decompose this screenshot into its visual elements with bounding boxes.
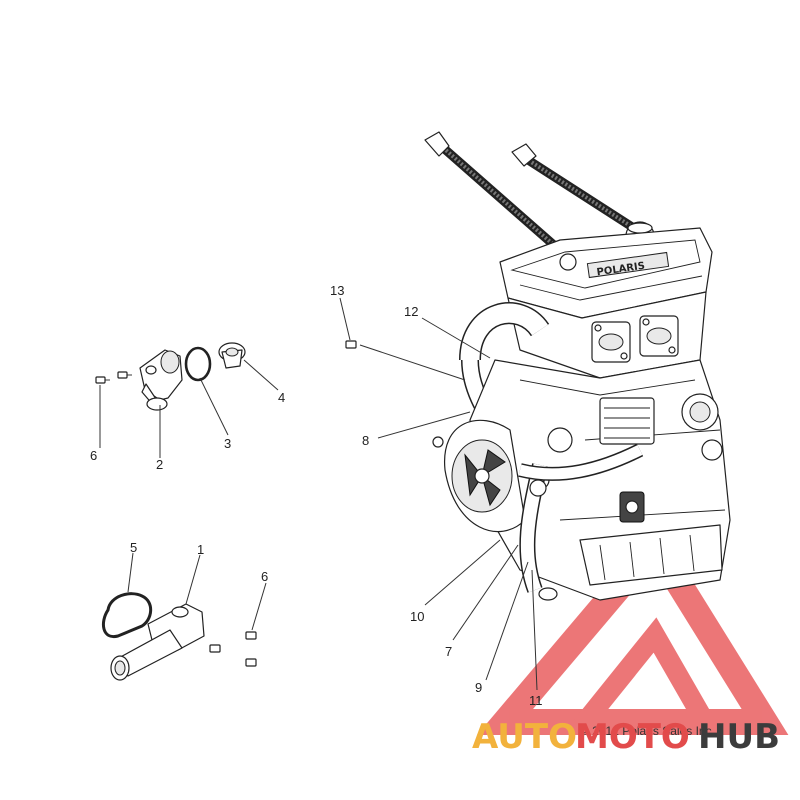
callout-5: 5 — [130, 540, 137, 555]
valve-cover: POLARIS — [499, 227, 713, 319]
screws-part-6-upper — [95, 371, 132, 384]
callout-6-upper: 6 — [90, 448, 97, 463]
callout-3: 3 — [224, 436, 231, 451]
callout-9: 9 — [475, 680, 482, 695]
screw-part-13 — [345, 340, 357, 349]
coolant-hose-lower — [518, 443, 644, 601]
thermostat-part-4 — [218, 342, 246, 369]
callout-13: 13 — [330, 283, 344, 298]
engine-assembly: POLARIS — [424, 131, 731, 601]
watermark-wordmark: AUTO MOTO HUB — [472, 717, 780, 757]
callout-4: 4 — [278, 390, 285, 405]
screws-part-6-lower — [209, 631, 257, 667]
callout-11: 11 — [529, 693, 543, 708]
callout-2: 2 — [156, 457, 163, 472]
watermark-auto: AUTO — [472, 717, 577, 757]
callout-6-lower: 6 — [261, 569, 268, 584]
leader-lines — [99, 297, 538, 691]
watermark-moto: MOTO — [575, 717, 690, 757]
watermark-hub: HUB — [698, 717, 780, 757]
water-outlet-part-1 — [110, 603, 205, 681]
callout-12: 12 — [404, 304, 418, 319]
callout-1: 1 — [197, 542, 204, 557]
watermark-logo — [476, 522, 789, 735]
thermostat-seal-part-3 — [184, 346, 212, 382]
thermostat-housing-part-2 — [139, 349, 183, 411]
callout-labels: 13 12 8 4 3 2 6 5 1 6 10 7 9 11 — [90, 283, 543, 708]
gasket-part-5 — [101, 592, 153, 639]
callout-10: 10 — [410, 609, 424, 624]
copyright-text: © 2012 Polaris Sales Inc. — [580, 724, 715, 738]
cylinder-head — [507, 291, 707, 379]
callout-7: 7 — [445, 644, 452, 659]
stator-cover — [432, 419, 526, 533]
callout-8: 8 — [362, 433, 369, 448]
